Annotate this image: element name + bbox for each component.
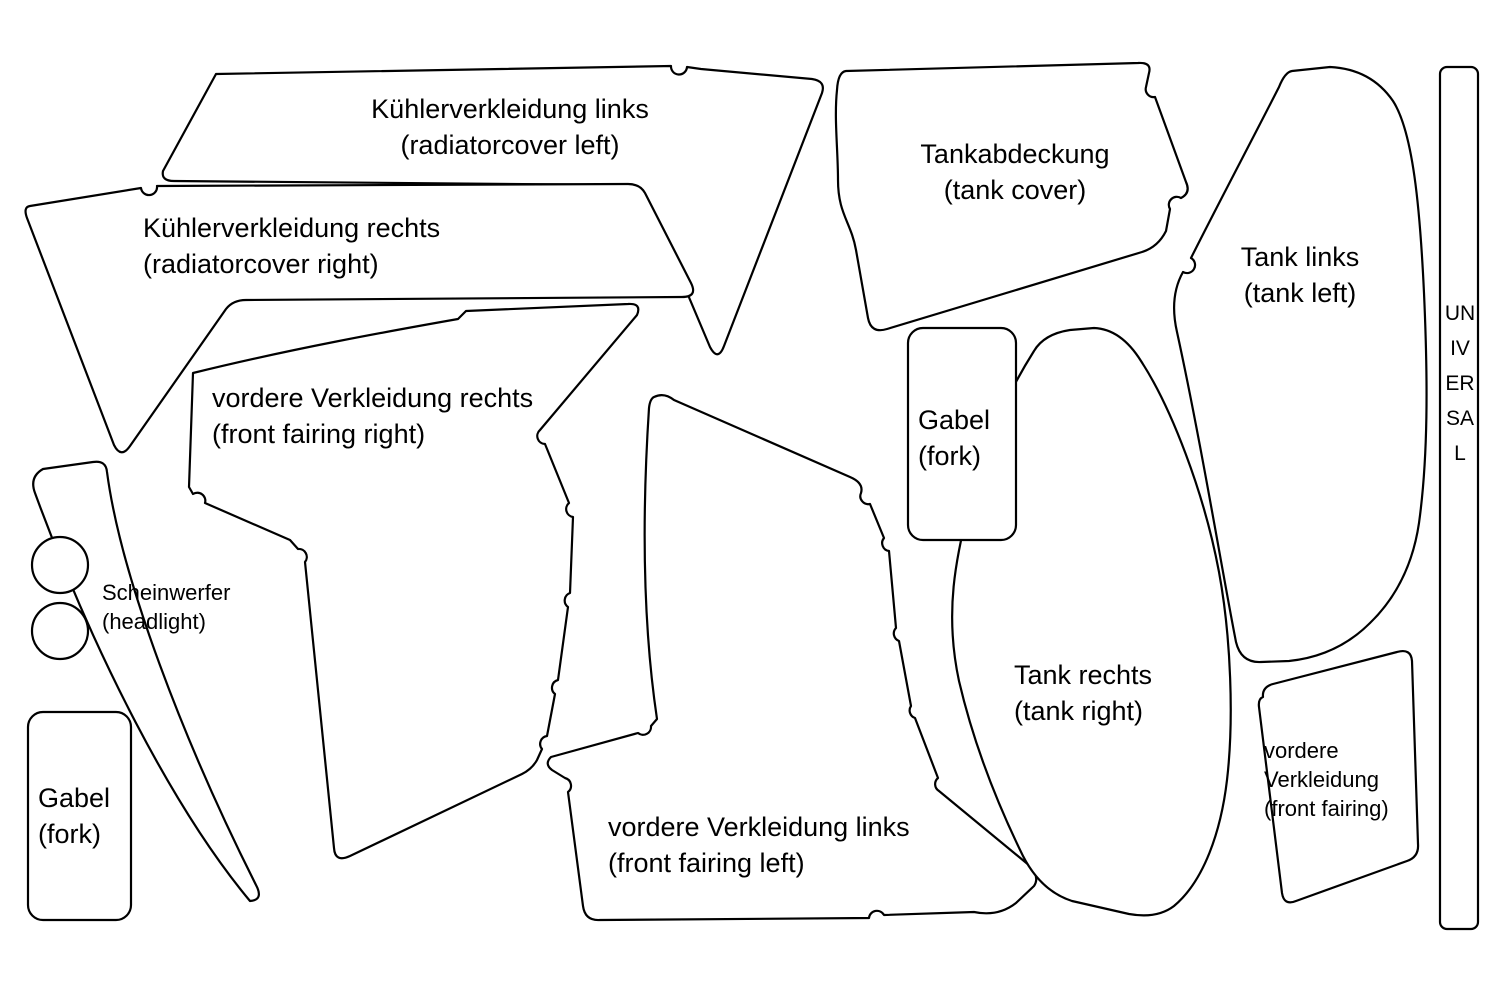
label-line: Kühlerverkleidung rechts xyxy=(143,213,441,243)
label-fork-upper: Gabel (fork) xyxy=(918,403,990,474)
label-line: vordere xyxy=(1264,738,1339,763)
label-tank-right: Tank rechts (tank right) xyxy=(1014,658,1152,729)
label-line: Gabel xyxy=(918,405,991,435)
front-fairing-small-shape xyxy=(1257,649,1420,904)
headlight-circle-top xyxy=(30,535,90,595)
fork-lower-shape xyxy=(26,710,133,922)
label-radiatorcover-right: Kühlerverkleidung rechts (radiatorcover … xyxy=(143,211,440,282)
label-line: (front fairing right) xyxy=(212,418,426,449)
label-front-fairing-right: vordere Verkleidung rechts (front fairin… xyxy=(212,381,533,452)
label-line: (tank left) xyxy=(1243,277,1357,308)
label-tank-cover: Tankabdeckung (tank cover) xyxy=(900,137,1130,208)
label-line: (front fairing) xyxy=(1264,796,1389,822)
label-line: vordere Verkleidung rechts xyxy=(212,383,534,413)
label-line: Tank rechts xyxy=(1014,660,1153,690)
front-fairing-right-shape xyxy=(187,302,640,860)
label-line: Gabel xyxy=(38,783,111,813)
tank-right-shape xyxy=(950,326,1232,917)
label-line: Kühlerverkleidung links xyxy=(371,94,649,124)
label-line: Tank links xyxy=(1240,242,1360,272)
label-tank-left: Tank links (tank left) xyxy=(1225,240,1375,311)
label-line: (front fairing left) xyxy=(608,847,805,878)
label-line: (tank cover) xyxy=(943,174,1087,205)
universal-strip-shape xyxy=(1438,65,1480,931)
label-line: (fork) xyxy=(38,818,101,849)
label-line: vordere Verkleidung links xyxy=(608,812,910,842)
front-fairing-left-shape xyxy=(546,393,1038,922)
fork-upper-shape xyxy=(906,326,1018,542)
tank-left-shape xyxy=(1172,65,1428,664)
label-fork-lower: Gabel (fork) xyxy=(38,781,110,852)
label-line: Verkleidung xyxy=(1264,767,1379,793)
label-line: (fork) xyxy=(918,440,981,471)
tank-cover-shape xyxy=(834,61,1189,332)
label-line: (radiatorcover right) xyxy=(143,248,379,279)
label-line: (radiatorcover left) xyxy=(400,129,620,160)
label-headlight: Scheinwerfer (headlight) xyxy=(102,578,230,636)
label-line: Tankabdeckung xyxy=(920,139,1110,169)
label-universal: UNIVERSAL xyxy=(1444,302,1476,465)
label-front-fairing-left: vordere Verkleidung links (front fairing… xyxy=(608,810,910,881)
label-line: Scheinwerfer xyxy=(102,580,231,605)
headlight-circle-bottom xyxy=(30,601,90,661)
radiatorcover-left-shape xyxy=(161,64,824,356)
label-line: (tank right) xyxy=(1014,695,1144,726)
label-line: (headlight) xyxy=(102,609,206,635)
label-radiatorcover-left: Kühlerverkleidung links (radiatorcover l… xyxy=(350,92,670,163)
radiatorcover-right-shape xyxy=(24,182,695,454)
label-front-fairing-small: vordere Verkleidung (front fairing) xyxy=(1264,736,1389,823)
